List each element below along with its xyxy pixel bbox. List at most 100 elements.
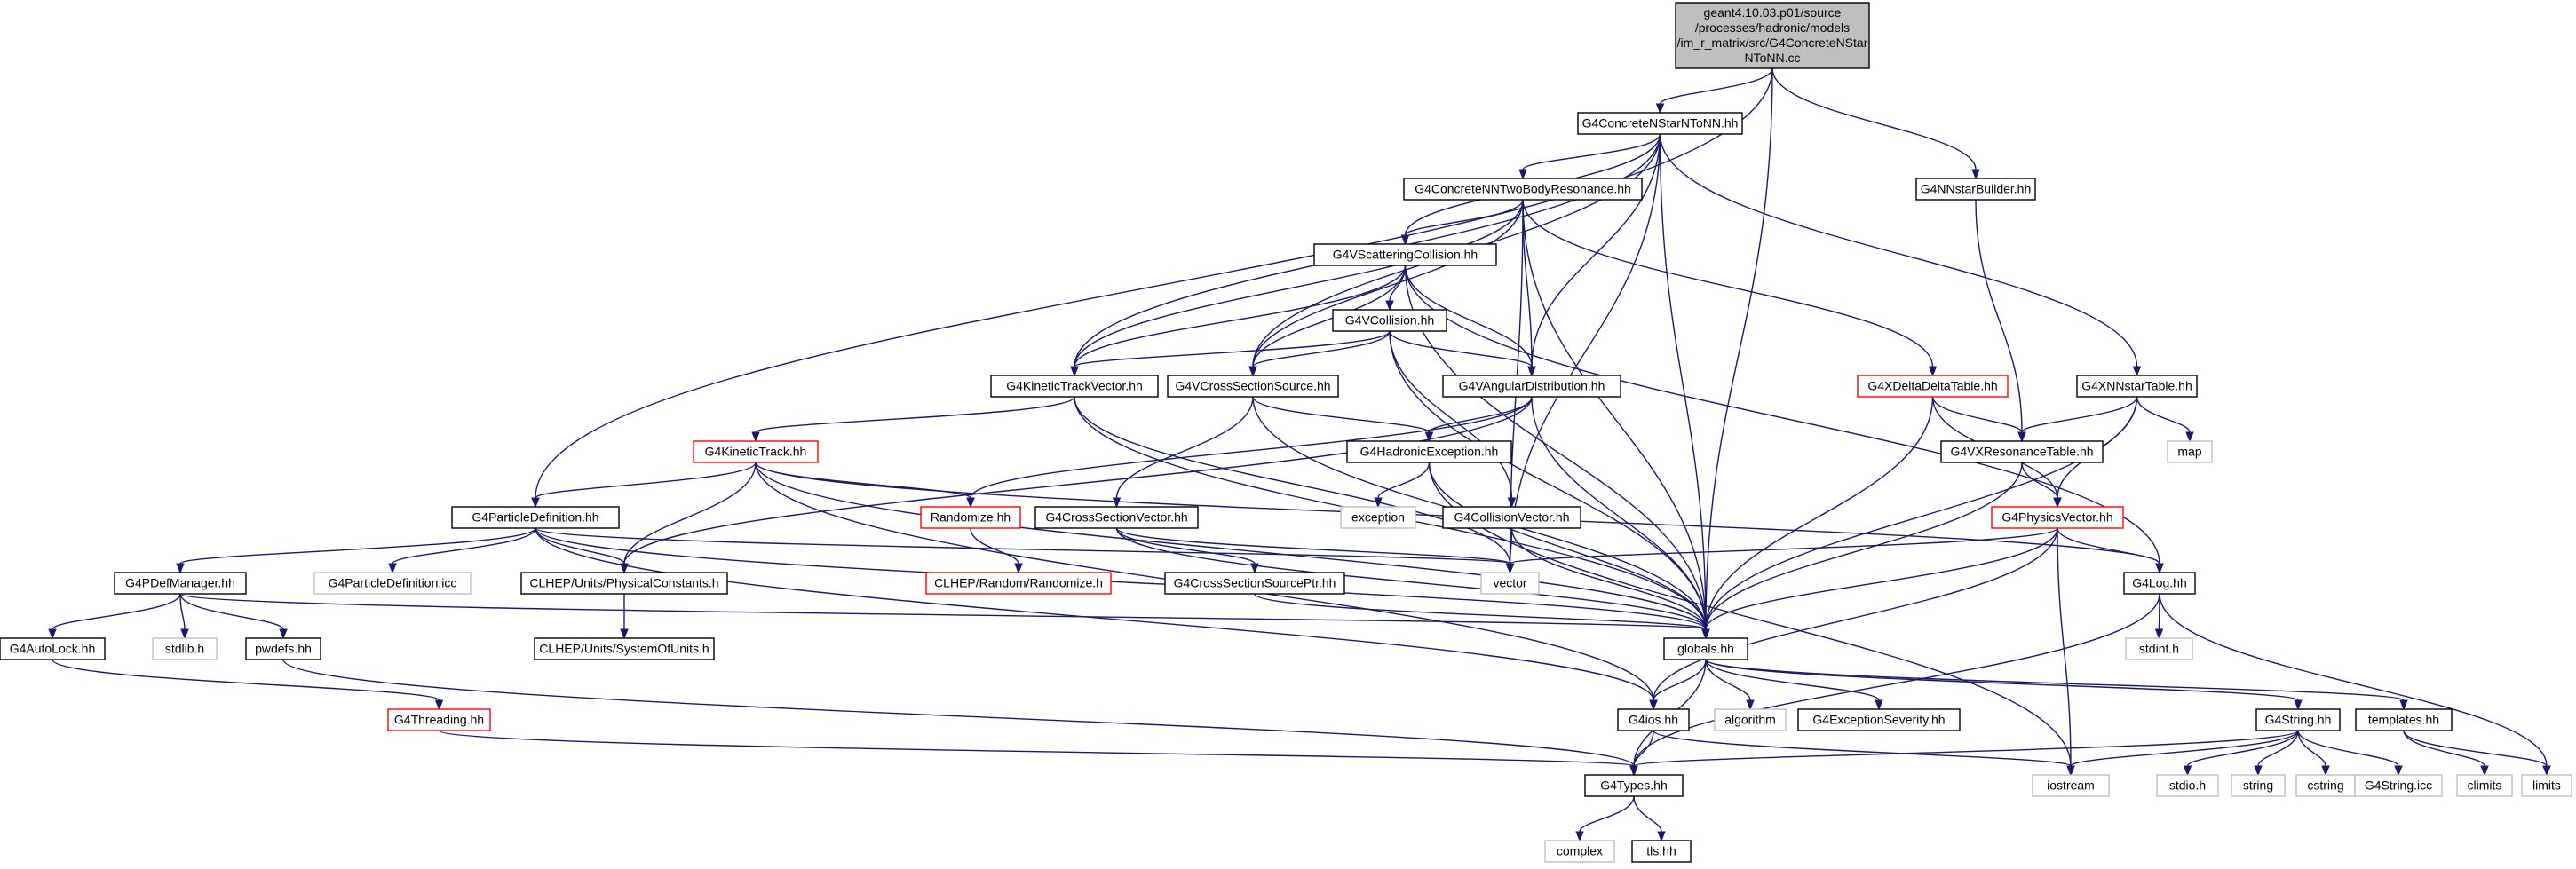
edge-line: [1074, 265, 1407, 367]
edge-arrowhead: [2155, 563, 2164, 574]
node-log[interactable]: G4Log.hh: [2123, 572, 2196, 595]
node-box: [2123, 572, 2196, 595]
edge-line: [1771, 67, 1977, 170]
node-stdint: stdint.h: [2125, 637, 2193, 660]
node-collisionvector[interactable]: G4CollisionVector.hh: [1442, 506, 1581, 529]
edge-arrowhead: [2480, 765, 2489, 777]
edge-line: [1428, 462, 1707, 630]
edge-line: [1522, 199, 1707, 630]
node-pdefmanager[interactable]: G4PDefManager.hh: [114, 572, 247, 595]
edge-xdelta-to-vresonance: [1931, 396, 2026, 443]
edge-log-to-stdint: [2154, 593, 2164, 640]
edge-vangular-to-physconst: [620, 396, 1533, 574]
node-twobody[interactable]: G4ConcreteNNTwoBodyResonance.hh: [1403, 178, 1643, 201]
node-vangular[interactable]: G4VAngularDistribution.hh: [1442, 375, 1621, 398]
node-vresonance[interactable]: G4VXResonanceTable.hh: [1940, 440, 2104, 463]
edge-arrowhead: [966, 497, 975, 509]
node-limits: limits: [2521, 774, 2572, 797]
edge-autolock-to-threading: [52, 659, 444, 711]
edge-pdefmanager-to-pwdefs: [179, 593, 288, 640]
edge-physconst-to-sysunits: [620, 594, 629, 640]
node-box: [1034, 506, 1199, 529]
edge-line: [970, 396, 1533, 499]
edge-line: [535, 527, 1707, 630]
node-label: G4NNstarBuilder.hh: [1921, 182, 2032, 196]
edge-physicsvector-to-log: [2057, 527, 2164, 574]
edge-line: [1389, 330, 1513, 499]
edge-line: [1377, 462, 1431, 499]
node-types[interactable]: G4Types.hh: [1584, 774, 1684, 797]
node-clhepRandom[interactable]: CLHEP/Random/Randomize.h: [925, 572, 1112, 595]
node-physconst[interactable]: CLHEP/Units/PhysicalConstants.h: [520, 572, 728, 595]
node-kinetictrackvector[interactable]: G4KineticTrackVector.hh: [990, 375, 1159, 398]
node-g4string[interactable]: G4String.hh: [2255, 708, 2341, 731]
node-randomize[interactable]: Randomize.hh: [920, 506, 1021, 529]
node-label: G4VCollision.hh: [1345, 313, 1434, 328]
node-xnnstar[interactable]: G4XNNstarTable.hh: [2076, 375, 2198, 398]
node-concrete[interactable]: G4ConcreteNStarNToNN.hh: [1577, 112, 1743, 135]
edge-arrowhead: [1374, 497, 1383, 509]
edge-line: [1428, 396, 1533, 433]
edge-arrowhead: [1014, 563, 1023, 574]
node-iostream: iostream: [2032, 774, 2110, 797]
node-nnstarbuilder[interactable]: G4NNstarBuilder.hh: [1915, 178, 2036, 201]
edge-crosssectionvector-to-vector: [1115, 527, 1515, 574]
edge-arrowhead: [176, 563, 185, 574]
node-templates[interactable]: templates.hh: [2355, 708, 2453, 731]
node-tls[interactable]: tls.hh: [1631, 840, 1692, 863]
node-label: vector: [1493, 576, 1526, 590]
node-label: limits: [2532, 778, 2561, 793]
node-box: [1442, 506, 1581, 529]
node-globals[interactable]: globals.hh: [1663, 637, 1748, 660]
edge-line: [535, 462, 757, 499]
edge-types-to-complex: [1575, 795, 1635, 842]
edge-arrowhead: [2185, 431, 2194, 443]
node-root[interactable]: geant4.10.03.p01/source/processes/hadron…: [1675, 2, 1870, 69]
node-sysunits[interactable]: CLHEP/Units/SystemOfUnits.h: [534, 637, 715, 660]
node-label: G4CrossSectionVector.hh: [1045, 510, 1187, 525]
node-crosssectionvector[interactable]: G4CrossSectionVector.hh: [1034, 506, 1199, 529]
node-label: stdint.h: [2139, 642, 2179, 656]
node-pwdefs[interactable]: pwdefs.hh: [245, 637, 321, 660]
node-vcollision[interactable]: G4VCollision.hh: [1332, 309, 1447, 332]
node-exceptionseverity[interactable]: G4ExceptionSeverity.hh: [1797, 708, 1961, 731]
node-climits: climits: [2456, 774, 2513, 797]
node-vscattering[interactable]: G4VScatteringCollision.hh: [1313, 243, 1497, 266]
edge-vresonance-to-physicsvector: [2021, 462, 2062, 509]
edge-arrowhead: [279, 628, 288, 640]
node-autolock[interactable]: G4AutoLock.hh: [0, 637, 106, 660]
node-threading[interactable]: G4Threading.hh: [387, 708, 491, 731]
edge-layer: [48, 67, 2551, 842]
edge-arrowhead: [1527, 366, 1536, 377]
edge-line: [1252, 330, 1391, 367]
node-box: [1631, 840, 1692, 863]
node-xdelta[interactable]: G4XDeltaDeltaTable.hh: [1857, 375, 2009, 398]
edge-line: [2057, 527, 2072, 767]
node-hadronicexc[interactable]: G4HadronicException.hh: [1346, 440, 1512, 463]
edge-line: [52, 593, 181, 630]
edge-xnnstar-to-map: [2136, 396, 2194, 443]
node-label: G4ParticleDefinition.icc: [329, 576, 457, 590]
node-kinetictrack[interactable]: G4KineticTrack.hh: [693, 440, 819, 463]
node-vcrosssection[interactable]: G4VCrossSectionSource.hh: [1167, 375, 1339, 398]
edge-line: [179, 593, 284, 630]
edge-particledef-to-pdefmanager: [176, 527, 536, 574]
node-label: G4PhysicsVector.hh: [2001, 510, 2112, 525]
edge-concrete-to-xnnstar: [1659, 133, 2142, 377]
node-box: [1164, 572, 1345, 595]
node-algorithm: algorithm: [1714, 708, 1787, 731]
node-particledef[interactable]: G4ParticleDefinition.hh: [451, 506, 620, 529]
node-ios[interactable]: G4ios.hh: [1617, 708, 1690, 731]
edge-line: [2070, 730, 2299, 767]
edge-collisionvector-to-globals: [1510, 527, 1710, 640]
node-crosssectionptr[interactable]: G4CrossSectionSourcePtr.hh: [1164, 572, 1345, 595]
edge-kinetictrackvector-to-kinetictrack: [751, 396, 1075, 443]
node-map: map: [2167, 440, 2213, 463]
edge-globals-to-algorithm: [1705, 659, 1755, 711]
node-physicsvector[interactable]: G4PhysicsVector.hh: [1991, 506, 2124, 529]
node-vector: vector: [1480, 572, 1540, 595]
node-box: [2231, 774, 2286, 797]
edge-physicsvector-to-vector: [1505, 527, 2058, 574]
node-box: [245, 637, 321, 660]
